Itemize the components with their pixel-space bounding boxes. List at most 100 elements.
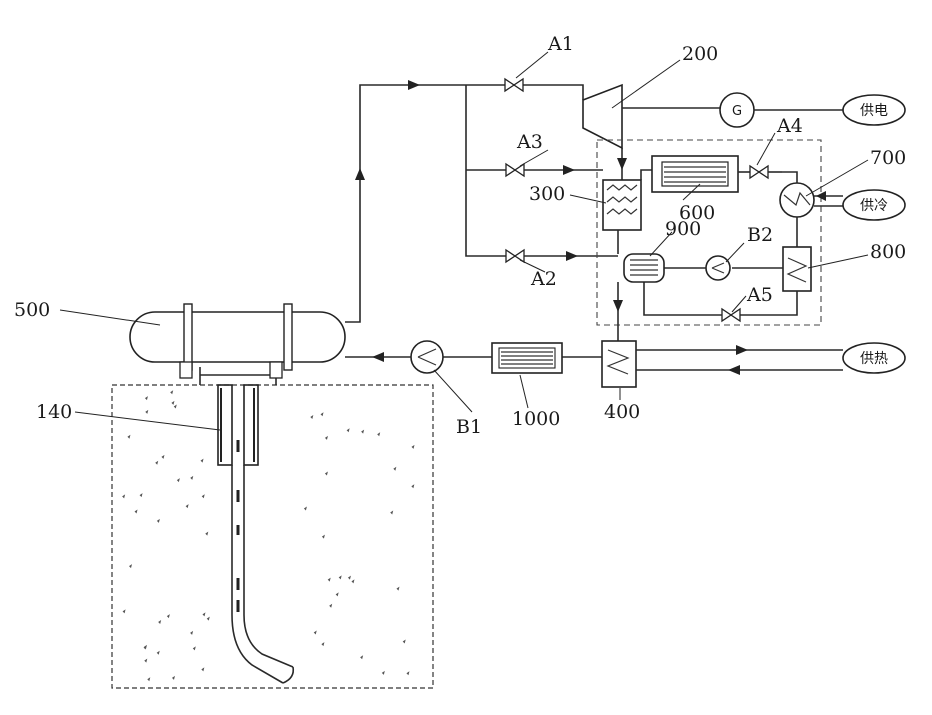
ground-speck xyxy=(140,493,143,497)
well-140 xyxy=(218,385,293,683)
ground-speck xyxy=(127,435,130,439)
heating-output-label: 供热 xyxy=(860,351,888,367)
cooling-output: 供冷 xyxy=(843,190,905,220)
arrow-exhaust xyxy=(617,158,627,170)
ground-speck xyxy=(361,430,364,434)
pump-b2[interactable] xyxy=(706,256,730,280)
ground-speck xyxy=(328,578,331,582)
arrow-a2 xyxy=(566,251,578,261)
label-1000: 1000 xyxy=(512,408,560,430)
ground-speck xyxy=(167,614,170,618)
arrow-return xyxy=(372,352,384,362)
ground-speck xyxy=(411,445,414,449)
label-900: 900 xyxy=(665,218,701,240)
ground-speck xyxy=(201,459,204,463)
arrow-heat-in xyxy=(728,365,740,375)
unit-700 xyxy=(780,183,814,217)
pipe-a5-to-900 xyxy=(644,282,722,315)
ground-speck xyxy=(157,519,160,523)
label-a2: A2 xyxy=(530,268,557,290)
ground-speck xyxy=(348,576,351,580)
ground-speck xyxy=(145,410,148,414)
ground-speck xyxy=(329,604,332,608)
ground-speck xyxy=(170,390,173,394)
ground-speck xyxy=(205,532,208,536)
ground-speck xyxy=(122,494,125,498)
turbine-200 xyxy=(583,85,622,148)
ground-speck xyxy=(158,620,161,624)
ground-speck xyxy=(193,646,196,650)
ground-speck xyxy=(304,507,307,511)
ground-speck xyxy=(147,677,150,681)
power-output-label: 供电 xyxy=(860,103,888,119)
ground-speck xyxy=(406,671,409,675)
ground-speck xyxy=(310,415,313,419)
ground-speck xyxy=(322,535,325,539)
ground-speck xyxy=(393,467,396,471)
unit-800 xyxy=(783,247,811,291)
arrow-a3 xyxy=(563,165,575,175)
ground-speck xyxy=(336,592,339,596)
ground-speck xyxy=(190,476,193,480)
ground-speck xyxy=(144,659,147,663)
arrow-heat-out xyxy=(736,345,748,355)
arrow-right-top xyxy=(408,80,420,90)
valve-a1[interactable] xyxy=(505,79,523,91)
label-700: 700 xyxy=(870,147,906,169)
label-b1: B1 xyxy=(456,416,482,438)
exchanger-300 xyxy=(603,180,641,230)
ground-speck xyxy=(202,612,205,616)
label-a5: A5 xyxy=(746,284,773,306)
ground-speck xyxy=(171,401,174,405)
ground-speck xyxy=(390,511,393,515)
ground-specks xyxy=(122,390,414,681)
ground-speck xyxy=(201,667,204,671)
ground-speck xyxy=(314,631,317,635)
ground-speck xyxy=(135,510,138,514)
pipe-300-to-600 xyxy=(641,170,652,180)
ground-speck xyxy=(123,609,126,613)
unit-1000 xyxy=(492,343,562,373)
valve-a4[interactable] xyxy=(750,166,768,178)
ground-speck xyxy=(190,631,193,635)
ground-speck xyxy=(325,471,328,475)
ground-speck xyxy=(129,564,132,568)
pump-b1[interactable] xyxy=(411,341,443,373)
label-300: 300 xyxy=(529,183,565,205)
label-200: 200 xyxy=(682,43,718,65)
ground-speck xyxy=(339,575,342,579)
ground-speck xyxy=(157,651,160,655)
ground-speck xyxy=(411,484,414,488)
generator: G xyxy=(720,93,754,127)
well-head-pipes xyxy=(200,367,276,385)
ground-speck xyxy=(360,655,363,659)
label-a4: A4 xyxy=(776,115,803,137)
ground-speck xyxy=(172,676,175,680)
ground-speck xyxy=(186,504,189,508)
ground-speck xyxy=(174,405,177,409)
ground-speck xyxy=(347,428,350,432)
unit-600 xyxy=(652,156,738,192)
heating-output: 供热 xyxy=(843,343,905,373)
ground-speck xyxy=(177,478,180,482)
label-400: 400 xyxy=(604,401,640,423)
supply-pipe xyxy=(345,85,505,322)
ground-speck xyxy=(377,432,380,436)
pipe-to-turbine xyxy=(523,85,583,100)
ground-speck xyxy=(145,396,148,400)
power-output: 供电 xyxy=(843,95,905,125)
unit-900 xyxy=(624,254,664,282)
generator-label: G xyxy=(732,104,742,119)
arrow-up xyxy=(355,168,365,180)
ground-speck xyxy=(396,587,399,591)
valve-a5[interactable] xyxy=(722,309,740,321)
label-800: 800 xyxy=(870,241,906,263)
label-a3: A3 xyxy=(516,131,543,153)
ground-speck xyxy=(207,617,210,621)
labels: A1 200 A3 A4 700 300 600 900 B2 800 A2 A… xyxy=(14,33,906,438)
ground-speck xyxy=(382,671,385,675)
ground-speck xyxy=(351,579,354,583)
arrow-to-400 xyxy=(613,300,623,312)
cooling-lines xyxy=(814,196,843,206)
